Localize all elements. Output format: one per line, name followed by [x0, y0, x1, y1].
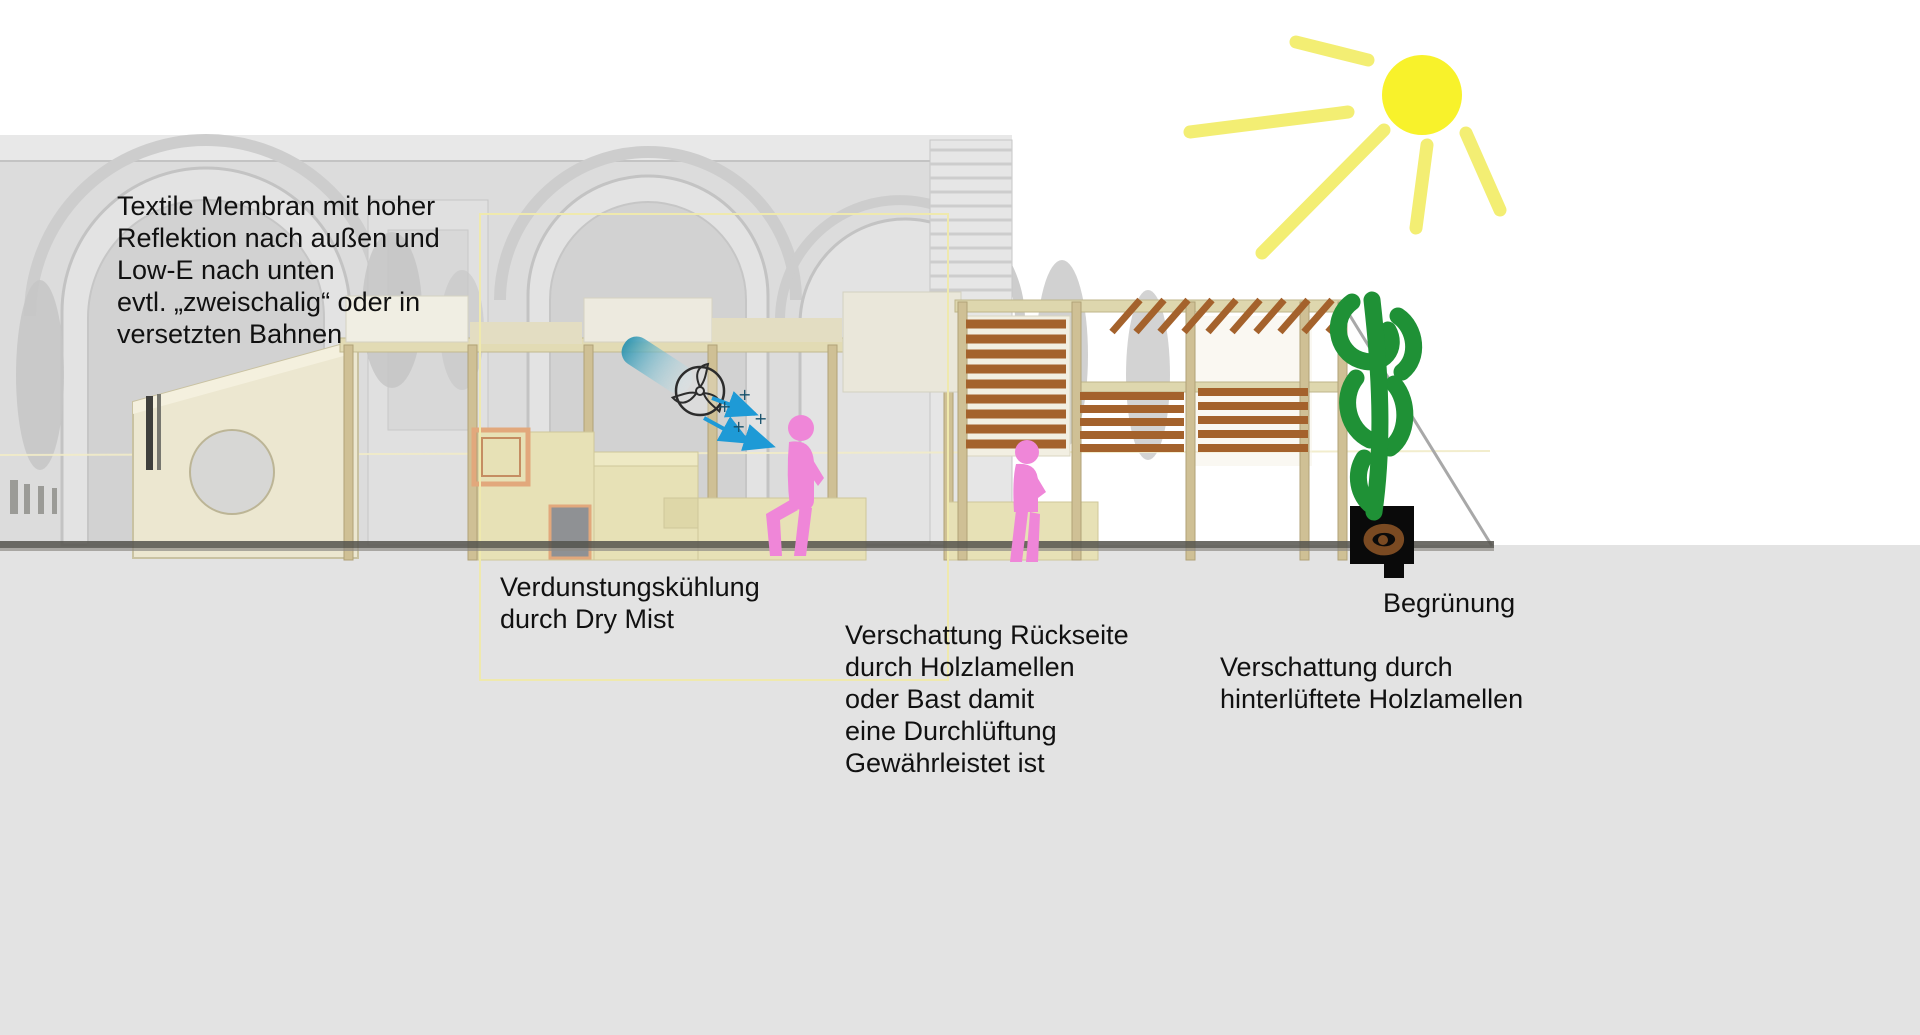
- left-membrane-wall: [132, 338, 359, 559]
- ground-line: [0, 541, 1494, 551]
- sun-rays: [1183, 35, 1507, 260]
- svg-text:+: +: [718, 397, 731, 416]
- svg-text:+: +: [754, 409, 767, 428]
- annotation-dry-mist: Verdunstungskühlung durch Dry Mist: [500, 572, 760, 634]
- street-furniture: [10, 480, 57, 514]
- person-figures: [766, 415, 1046, 562]
- mist-plus-marks: + + + +: [718, 385, 767, 436]
- person-seated-2: [1010, 440, 1046, 562]
- wood-louvers-middle: [1080, 392, 1184, 452]
- ground-plane: [0, 545, 1920, 1035]
- annotation-shading-rear: Verschattung Rückseite durch Holzlamelle…: [845, 620, 1129, 778]
- fan-mist: + + + +: [621, 336, 776, 451]
- planter: [1350, 506, 1414, 578]
- soil-scribble: [1363, 523, 1404, 556]
- mist-cylinder: [621, 336, 693, 394]
- right-pavilion: [954, 297, 1494, 561]
- wall-porthole: [189, 429, 275, 515]
- person-seated-1: [766, 415, 824, 556]
- sun-icon: [1183, 35, 1507, 260]
- wood-louvers-left: [966, 319, 1066, 449]
- canopy-panel: [345, 295, 469, 343]
- annotation-shading-slats: Verschattung durch hinterlüftete Holzlam…: [1220, 652, 1524, 714]
- canopy-panel: [583, 297, 713, 343]
- wood-louvers-right: [1198, 388, 1308, 452]
- annotation-membrane: Textile Membran mit hoher Reflektion nac…: [117, 191, 440, 349]
- canopy-box: [842, 291, 962, 393]
- mist-arrows: [703, 391, 776, 451]
- fan-icon: [674, 365, 726, 417]
- greenery-icon: [1329, 291, 1423, 521]
- annotation-greening: Begrünung: [1383, 588, 1516, 618]
- roof-battens-diagonal: [1109, 297, 1359, 335]
- svg-text:+: +: [732, 417, 745, 436]
- highlight-box: [479, 213, 949, 681]
- svg-text:+: +: [738, 385, 751, 404]
- pavilion-frame: [339, 291, 962, 561]
